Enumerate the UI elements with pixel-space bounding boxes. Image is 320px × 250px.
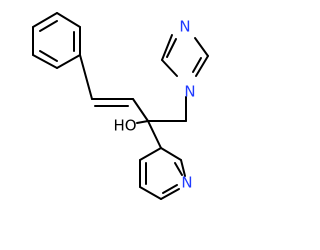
bond [162,184,178,194]
phenyl-ring [32,12,81,69]
bond [139,147,162,161]
bond [161,34,173,61]
atom-label-imidazole-n3: N [179,18,190,36]
bond [39,50,58,62]
bond [32,12,58,28]
bond [160,188,180,200]
bond [195,55,209,77]
bond [56,54,81,69]
bond [32,54,58,69]
structure-diagram: N N HO N [32,12,209,200]
bond [192,57,202,73]
bond [160,147,182,161]
molecule-canvas: N N HO N [32,12,209,200]
bond [161,59,178,77]
pyridine-ring [139,147,186,200]
atom-label-pyridine-n: N [181,174,192,192]
bond [39,20,58,32]
bond [139,186,162,200]
vinyl-chain [79,54,149,122]
bond [174,162,183,176]
bond [132,98,149,122]
atom-label-imidazole-n1: N [184,83,195,101]
central-carbon-bonds [136,120,187,149]
bond [180,159,186,177]
bond [194,37,209,57]
bond [79,54,93,100]
bond [166,38,177,58]
bond [147,120,162,149]
atom-label-hydroxyl: HO [113,117,136,135]
bond [136,120,149,124]
bond [56,12,81,28]
imidazole-ring [161,34,209,77]
